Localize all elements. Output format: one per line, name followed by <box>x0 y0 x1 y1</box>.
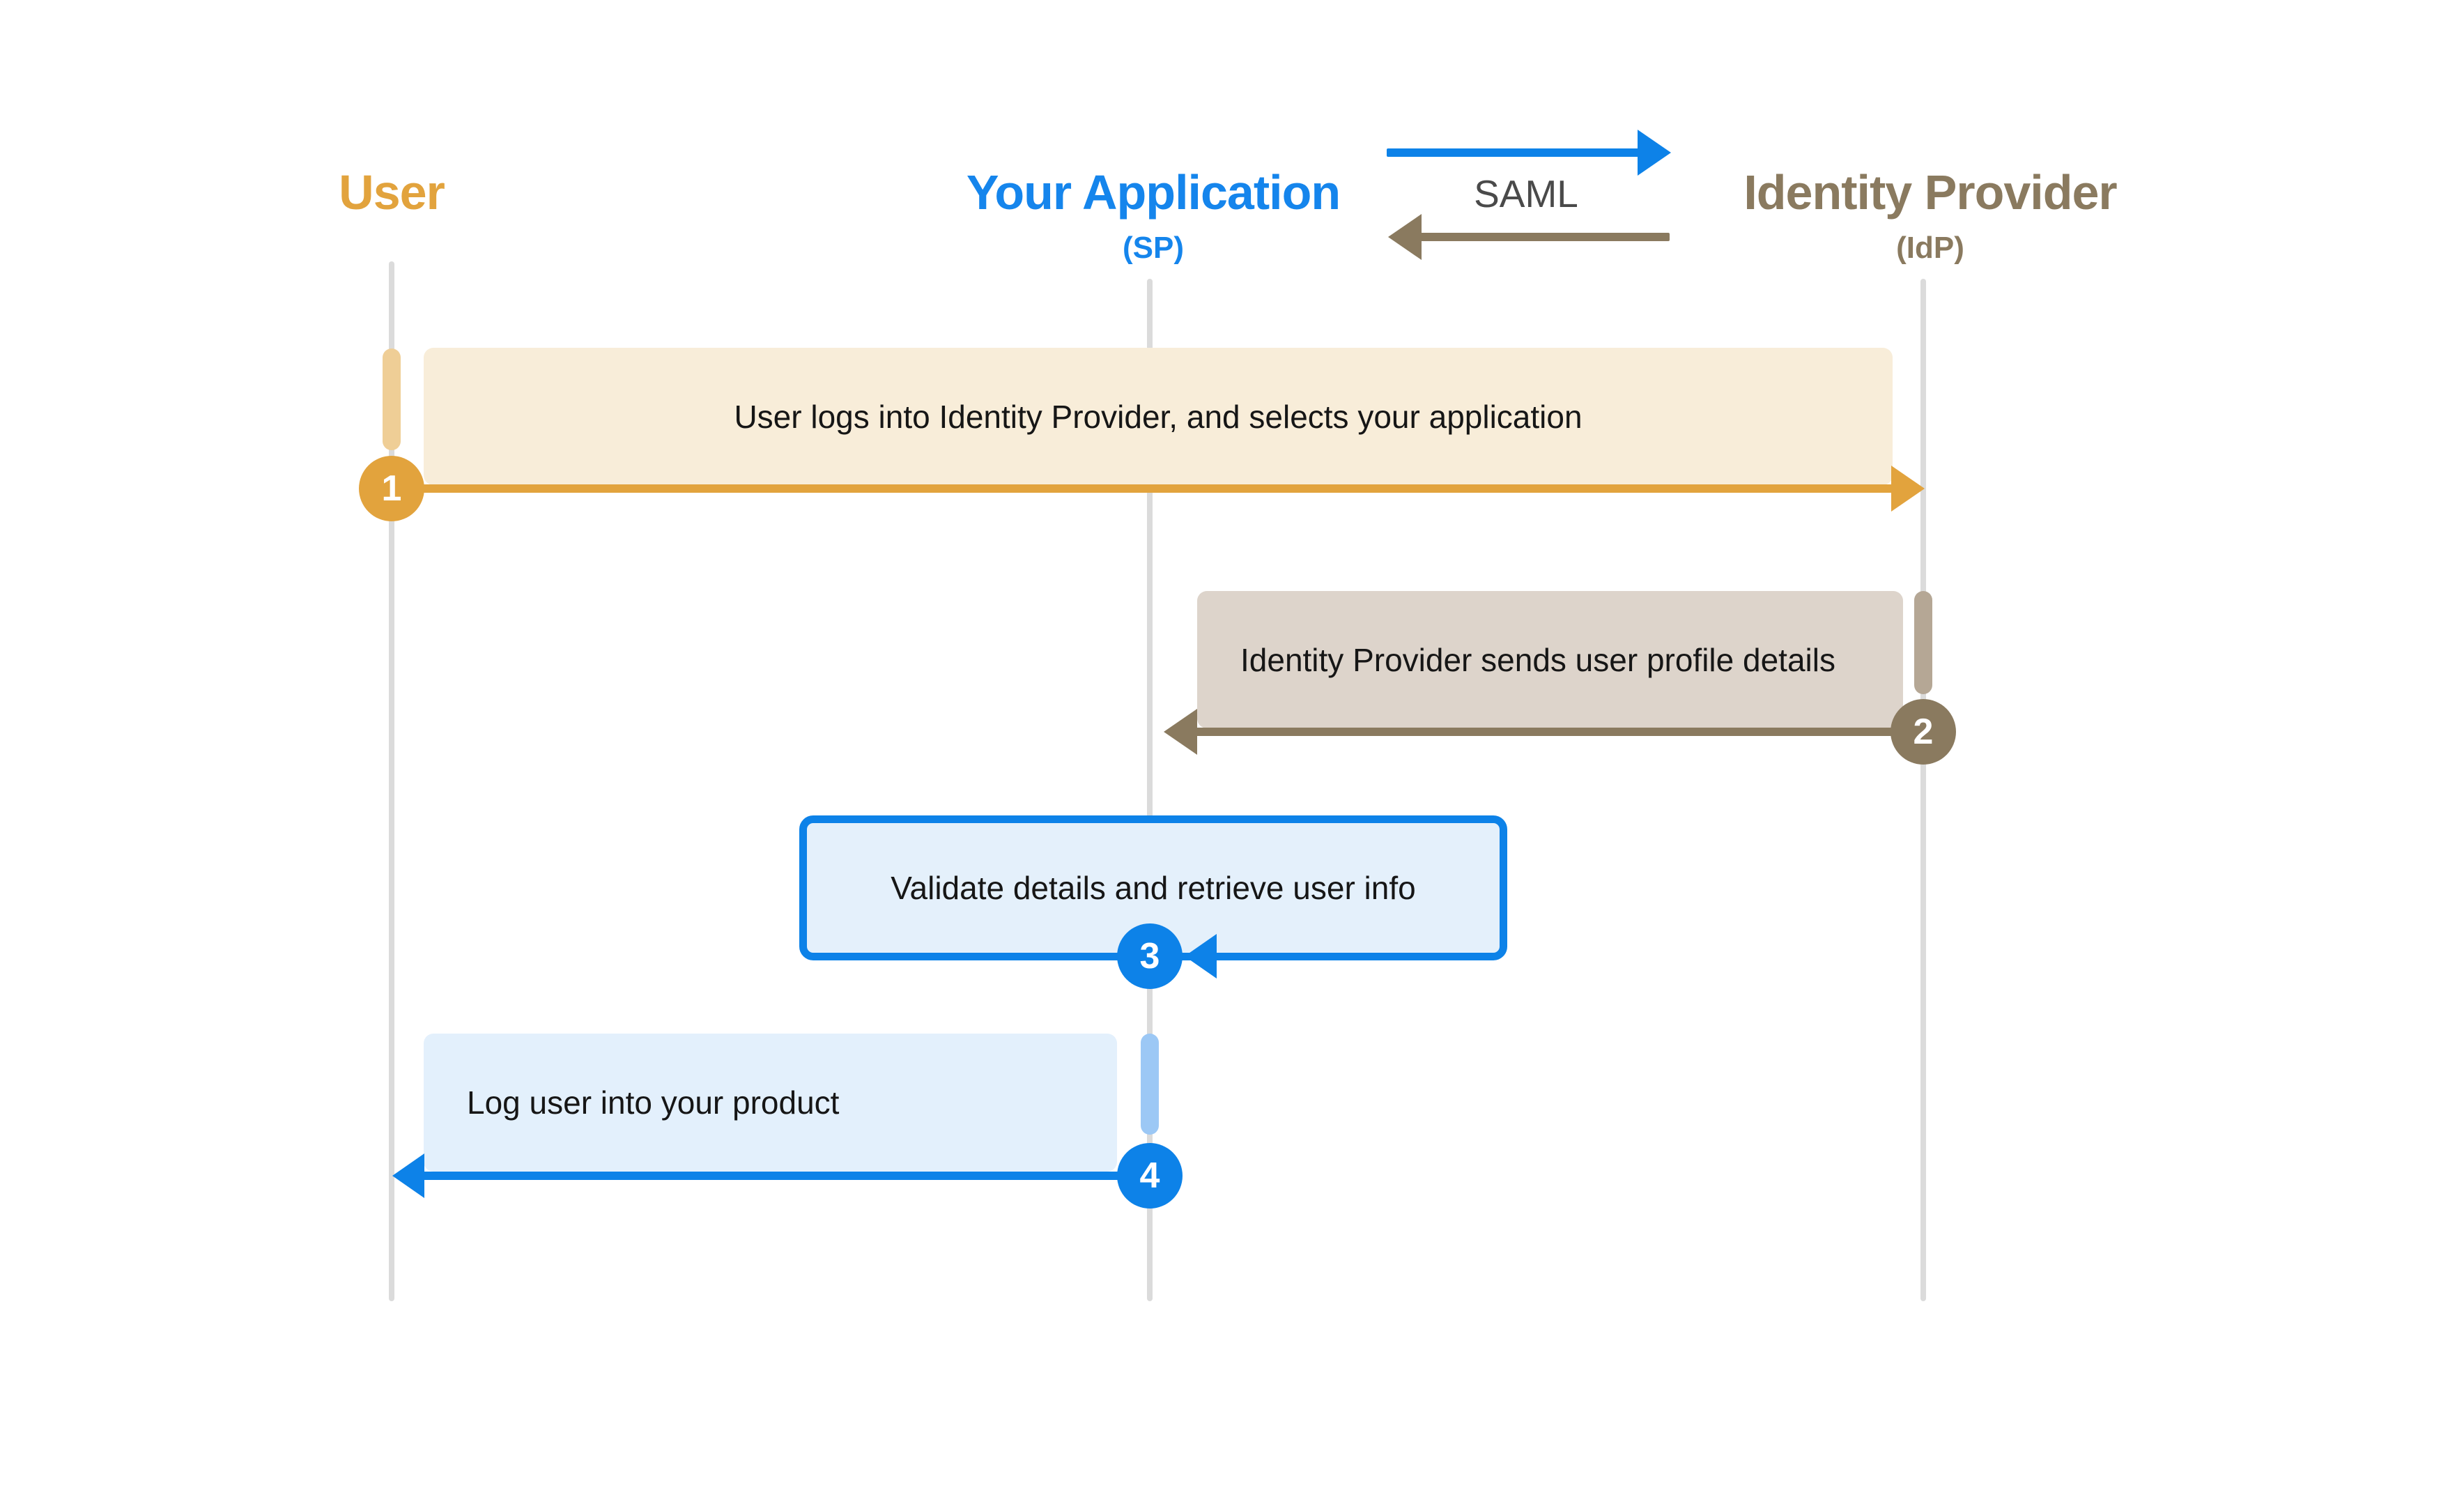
step-circle-3: 3 <box>1117 923 1183 989</box>
lifeline-application <box>1147 279 1153 1301</box>
arrow-step3-head-icon <box>1185 934 1217 979</box>
arrow-step1-line <box>392 484 1894 493</box>
saml-label: SAML <box>1474 172 1578 215</box>
actor-identity-provider: Identity Provider (IdP) <box>1617 166 2244 268</box>
step-number-4: 4 <box>1139 1156 1160 1196</box>
arrow-step1-head-icon <box>1891 466 1925 512</box>
step-number-2: 2 <box>1913 712 1934 752</box>
actor-application-label: Your Application <box>966 165 1341 220</box>
saml-left-arrow-line <box>1420 233 1670 241</box>
actor-user: User <box>78 166 705 219</box>
arrow-step4-line <box>418 1172 1150 1180</box>
activation-bar-idp-step2 <box>1914 591 1932 694</box>
message-text-step2: Identity Provider sends user profile det… <box>1240 641 1835 678</box>
activation-bar-user-step1 <box>383 348 401 450</box>
saml-right-arrow-line <box>1387 148 1639 157</box>
actor-application-subtitle: (SP) <box>1123 231 1184 265</box>
message-box-step1: User logs into Identity Provider, and se… <box>424 348 1893 485</box>
actor-application: Your Application (SP) <box>840 166 1467 268</box>
step-number-3: 3 <box>1139 936 1160 976</box>
saml-right-arrow-head-icon <box>1638 130 1671 176</box>
arrow-step4-head-icon <box>392 1153 424 1198</box>
step-number-1: 1 <box>381 468 402 509</box>
arrow-step2-line <box>1194 728 1923 736</box>
message-text-step4: Log user into your product <box>467 1084 840 1121</box>
actor-identity-provider-label: Identity Provider <box>1743 165 2117 220</box>
message-box-step2: Identity Provider sends user profile det… <box>1197 591 1903 728</box>
activation-bar-app-step4 <box>1141 1034 1159 1135</box>
arrow-step2-head-icon <box>1164 709 1197 755</box>
step-circle-2: 2 <box>1891 699 1956 765</box>
saml-left-arrow-head-icon <box>1388 214 1422 260</box>
step-circle-1: 1 <box>359 456 424 521</box>
lifeline-user <box>389 261 394 1301</box>
step-circle-4: 4 <box>1117 1143 1183 1209</box>
actor-user-label: User <box>339 165 445 220</box>
message-text-step1: User logs into Identity Provider, and se… <box>734 398 1583 435</box>
lifeline-identity-provider <box>1920 279 1926 1301</box>
message-box-step4: Log user into your product <box>424 1034 1117 1172</box>
message-text-step3: Validate details and retrieve user info <box>891 870 1416 906</box>
actor-identity-provider-subtitle: (IdP) <box>1896 231 1964 265</box>
